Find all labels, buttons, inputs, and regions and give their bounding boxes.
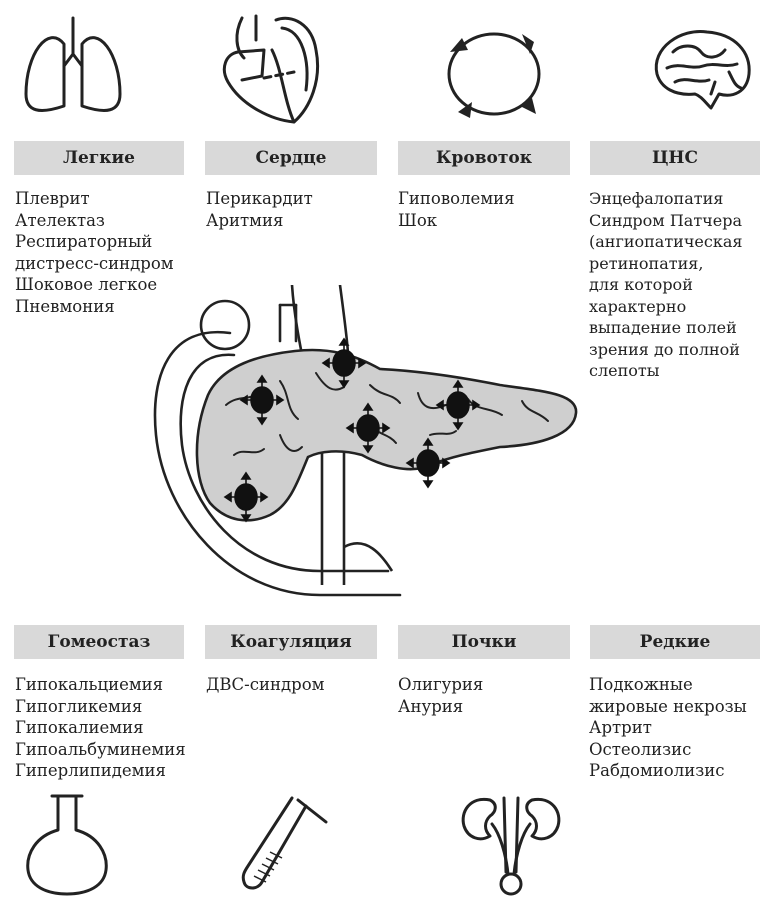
section-title: Кровоток — [436, 148, 532, 168]
section-header-heart: Сердце — [205, 141, 377, 175]
list-item: Синдром Патчера — [589, 210, 742, 232]
list-item: Плеврит — [15, 188, 174, 210]
list-item: жировые некрозы — [589, 696, 747, 718]
list-item: Артрит — [589, 717, 747, 739]
cns-complications-list: Энцефалопатия Синдром Патчера (ангиопати… — [589, 188, 742, 382]
list-item: зрения до полной — [589, 339, 742, 361]
kidneys-complications-list: Олигурия Анурия — [398, 674, 483, 717]
list-item: Олигурия — [398, 674, 483, 696]
list-item: выпадение полей — [589, 317, 742, 339]
rare-complications-list: Подкожные жировые некрозы Артрит Остеоли… — [589, 674, 747, 782]
section-title: Редкие — [640, 632, 711, 652]
section-header-cns: ЦНС — [590, 141, 760, 175]
test-tube-icon — [236, 796, 336, 896]
list-item: Энцефалопатия — [589, 188, 742, 210]
flask-icon — [22, 792, 112, 896]
list-item: характерно — [589, 296, 742, 318]
list-item: Анурия — [398, 696, 483, 718]
coagulation-complications-list: ДВС-синдром — [206, 674, 324, 696]
section-title: Гомеостаз — [48, 632, 151, 652]
list-item: Перикардит — [206, 188, 313, 210]
list-item: дистресс-синдром — [15, 253, 174, 275]
section-header-homeostasis: Гомеостаз — [14, 625, 184, 659]
list-item: (ангиопатическая — [589, 231, 742, 253]
section-header-kidneys: Почки — [398, 625, 570, 659]
list-item: ретинопатия, — [589, 253, 742, 275]
list-item: Гиперлипидемия — [15, 760, 186, 782]
list-item: Гипогликемия — [15, 696, 186, 718]
circulation-complications-list: Гиповолемия Шок — [398, 188, 515, 231]
section-header-circulation: Кровоток — [398, 141, 570, 175]
list-item: ДВС-синдром — [206, 674, 324, 696]
lungs-icon — [18, 14, 128, 124]
section-title: ЦНС — [652, 148, 698, 168]
list-item: Гипокалиемия — [15, 717, 186, 739]
section-header-rare: Редкие — [590, 625, 760, 659]
section-title: Почки — [452, 632, 517, 652]
section-title: Сердце — [256, 148, 327, 168]
list-item: Подкожные — [589, 674, 747, 696]
list-item: Рабдомиолизис — [589, 760, 747, 782]
list-item: Гипокальциемия — [15, 674, 186, 696]
list-item: Гиповолемия — [398, 188, 515, 210]
pancreas-illustration — [130, 285, 590, 605]
heart-icon — [212, 10, 332, 128]
list-item: Ателектаз — [15, 210, 174, 232]
heart-complications-list: Перикардит Аритмия — [206, 188, 313, 231]
list-item: Остеолизис — [589, 739, 747, 761]
list-item: Шок — [398, 210, 515, 232]
list-item: Гипоальбуминемия — [15, 739, 186, 761]
section-title: Коагуляция — [230, 632, 351, 652]
brain-icon — [645, 22, 757, 122]
section-header-lungs: Легкие — [14, 141, 184, 175]
list-item: Аритмия — [206, 210, 313, 232]
list-item: слепоты — [589, 360, 742, 382]
section-header-coagulation: Коагуляция — [205, 625, 377, 659]
homeostasis-complications-list: Гипокальциемия Гипогликемия Гипокалиемия… — [15, 674, 186, 782]
list-item: Респираторный — [15, 231, 174, 253]
gallbladder-circle — [201, 301, 249, 349]
kidneys-icon — [456, 794, 566, 896]
list-item: для которой — [589, 274, 742, 296]
circulation-cycle-icon — [436, 26, 552, 122]
section-title: Легкие — [63, 148, 135, 168]
